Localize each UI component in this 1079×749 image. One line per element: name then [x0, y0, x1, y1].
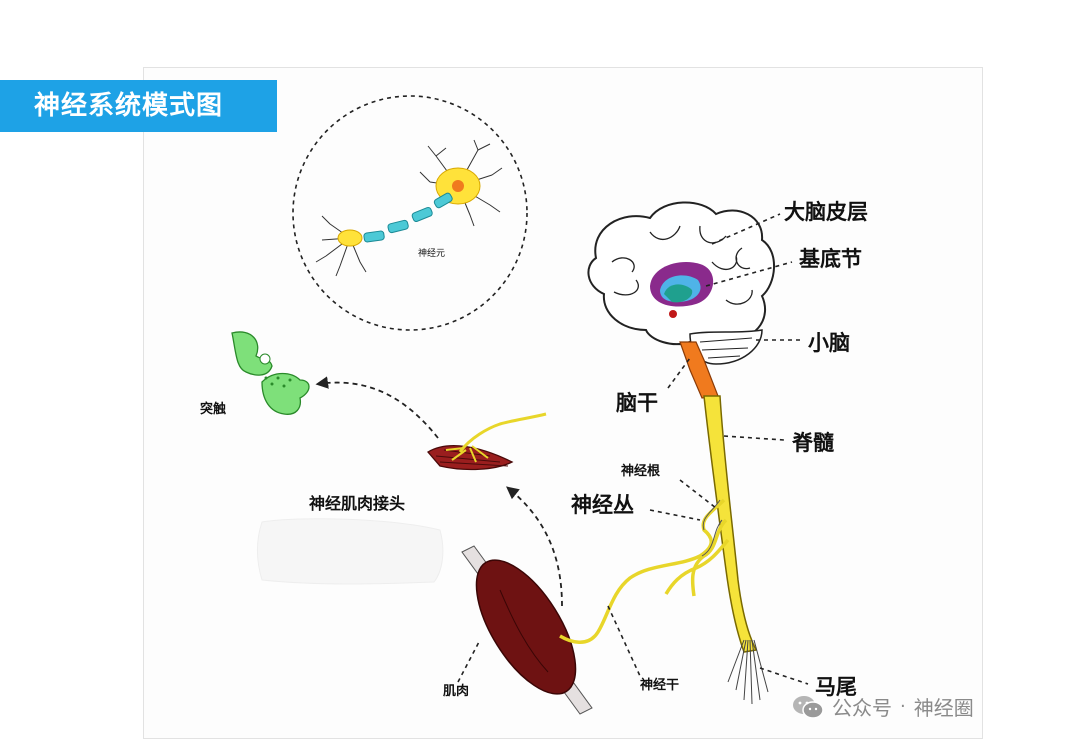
- label-plexus: 神经丛: [571, 493, 634, 517]
- label-basal-ganglia: 基底节: [799, 247, 862, 271]
- label-cortex: 大脑皮层: [784, 200, 868, 224]
- label-cauda-equina: 马尾: [815, 675, 857, 699]
- blank-patch: [257, 518, 444, 585]
- neuron-illustration: [315, 139, 503, 277]
- pointer-lines: [457, 213, 809, 685]
- label-spinal-cord: 脊髓: [792, 431, 834, 455]
- label-brainstem: 脑干: [616, 391, 658, 415]
- label-nerve-trunk: 神经干: [640, 678, 680, 693]
- watermark: 公众号 · 神经圈: [792, 692, 974, 721]
- label-nerve-root: 神经根: [621, 464, 661, 479]
- label-synapse: 突触: [200, 402, 227, 417]
- label-neuron: 神经元: [418, 249, 446, 259]
- wechat-icon: [792, 694, 824, 720]
- watermark-separator: ·: [900, 696, 906, 717]
- page-title: 神经系统模式图: [0, 80, 277, 132]
- cauda-equina-illustration: [727, 639, 769, 705]
- label-cerebellum: 小脑: [808, 331, 850, 355]
- watermark-account: 神经圈: [913, 696, 974, 720]
- neuromuscular-junction-illustration: [427, 412, 547, 471]
- neuron-inset-circle: [292, 95, 528, 331]
- dashed-arrows: [315, 376, 563, 607]
- brain-illustration: [587, 201, 776, 399]
- muscle-illustration: [461, 545, 593, 715]
- spinal-cord-illustration: [703, 395, 758, 653]
- label-muscle: 肌肉: [443, 684, 470, 699]
- synapse-illustration: [231, 331, 310, 415]
- label-nmj: 神经肌肉接头: [309, 494, 406, 513]
- nerve-plexus-illustration: [559, 498, 730, 644]
- watermark-label: 公众号: [832, 696, 892, 720]
